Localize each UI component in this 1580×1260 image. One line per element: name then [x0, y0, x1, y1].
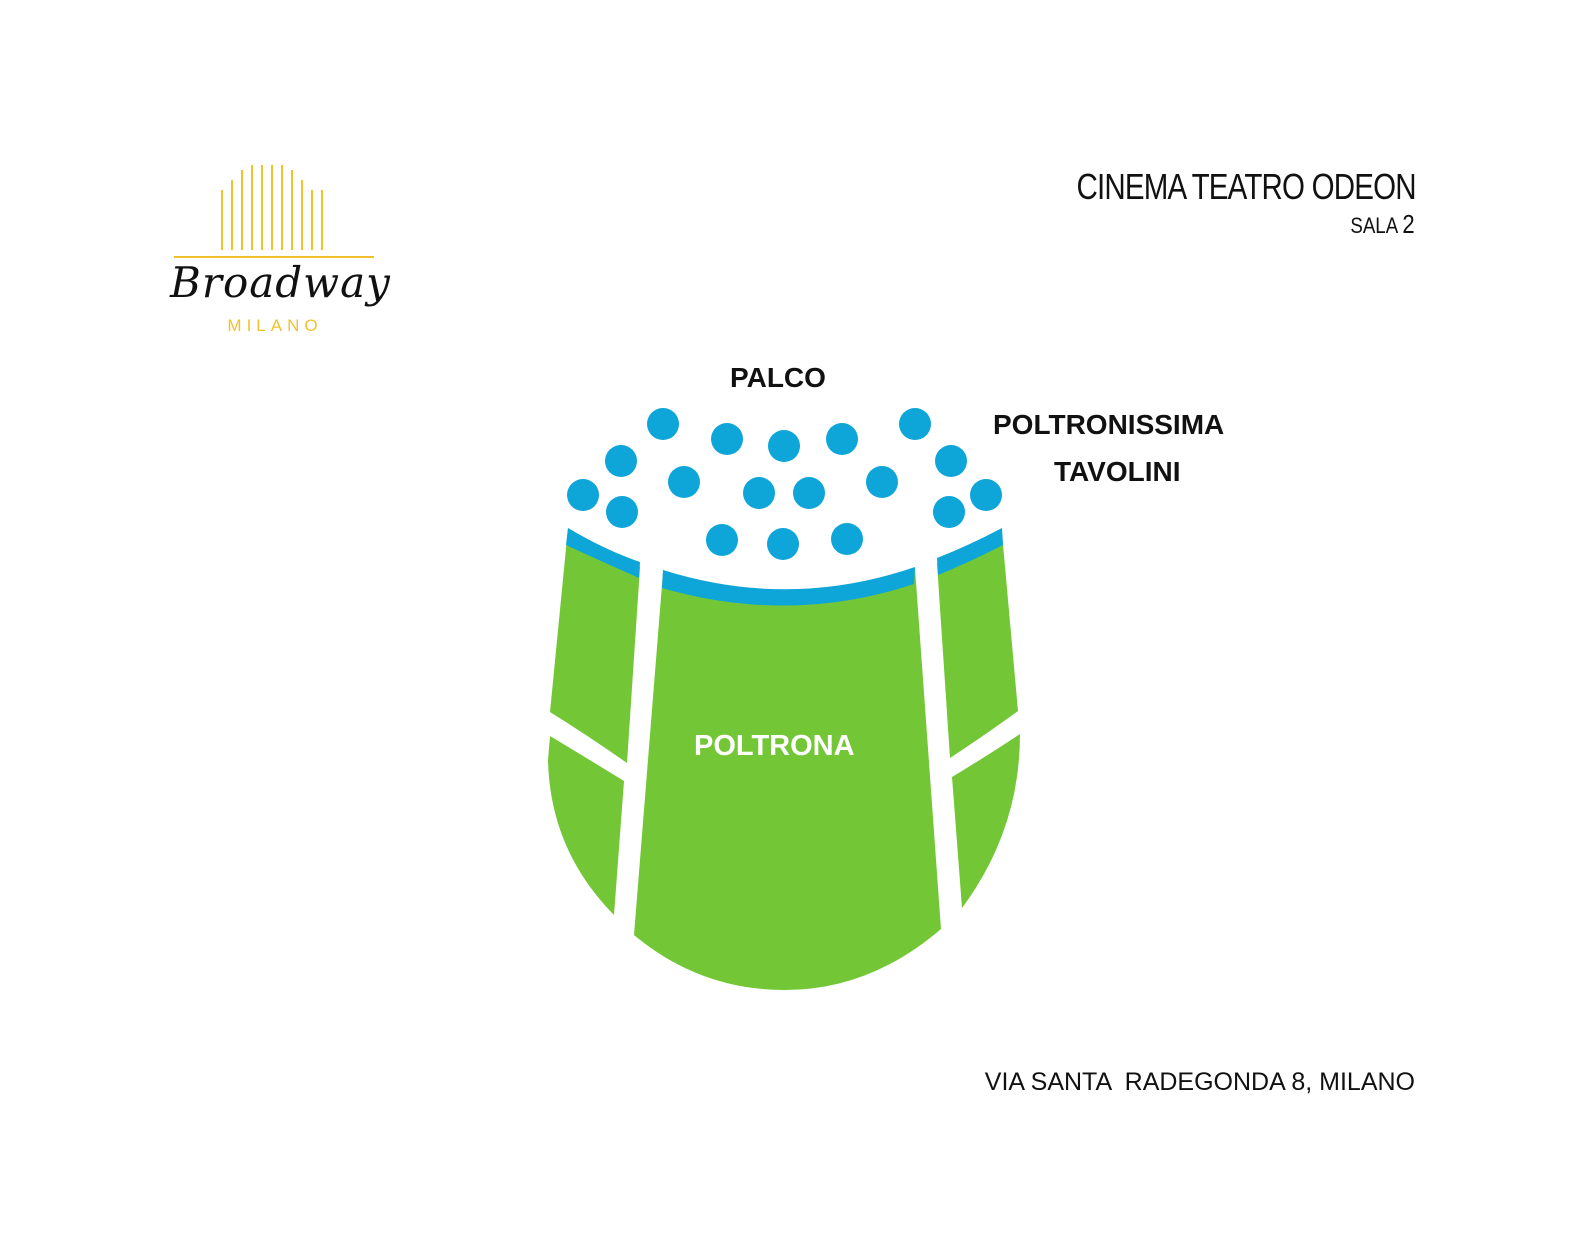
logo-city: MILANO — [227, 316, 323, 335]
poltrona-area[interactable] — [548, 528, 1020, 990]
table-seat[interactable] — [567, 479, 599, 511]
label-palco: PALCO — [730, 362, 826, 393]
poltrona-left-lower[interactable] — [548, 736, 624, 915]
palco-tables[interactable] — [567, 408, 1002, 560]
table-seat[interactable] — [831, 523, 863, 555]
table-seat[interactable] — [767, 528, 799, 560]
label-poltronissima: POLTRONISSIMA — [993, 409, 1225, 440]
poltrona-right-lower[interactable] — [952, 734, 1020, 908]
table-seat[interactable] — [606, 496, 638, 528]
venue-title: CINEMA TEATRO ODEON — [1076, 166, 1417, 207]
table-seat[interactable] — [743, 477, 775, 509]
poltrona-center[interactable] — [634, 568, 941, 990]
poltronissima-band-center[interactable] — [662, 567, 915, 606]
building-columns-icon — [174, 165, 374, 258]
table-seat[interactable] — [605, 445, 637, 477]
table-seat[interactable] — [647, 408, 679, 440]
label-tavolini: TAVOLINI — [1054, 456, 1181, 487]
table-seat[interactable] — [793, 477, 825, 509]
poltronissima-band-left[interactable] — [566, 528, 640, 578]
table-seat[interactable] — [866, 466, 898, 498]
table-seat[interactable] — [970, 479, 1002, 511]
table-seat[interactable] — [768, 430, 800, 462]
label-poltrona: POLTRONA — [694, 730, 855, 762]
poltronissima-bands[interactable] — [566, 528, 1003, 606]
hall-word: SALA — [1350, 213, 1398, 238]
venue-hall: SALA 2 — [1351, 209, 1415, 240]
table-seat[interactable] — [711, 423, 743, 455]
hall-number: 2 — [1402, 209, 1415, 239]
broadway-logo: Broadway MILANO — [170, 160, 391, 340]
table-seat[interactable] — [899, 408, 931, 440]
poltrona-right-upper[interactable] — [937, 533, 1018, 758]
table-seat[interactable] — [826, 423, 858, 455]
venue-address: VIA SANTA RADEGONDA 8, MILANO — [984, 1068, 1415, 1096]
poltronissima-band-right[interactable] — [937, 528, 1003, 575]
table-seat[interactable] — [935, 445, 967, 477]
table-seat[interactable] — [668, 466, 700, 498]
logo-wordmark: Broadway — [170, 258, 391, 307]
table-seat[interactable] — [933, 496, 965, 528]
poltrona-left-upper[interactable] — [550, 528, 640, 763]
table-seat[interactable] — [706, 524, 738, 556]
